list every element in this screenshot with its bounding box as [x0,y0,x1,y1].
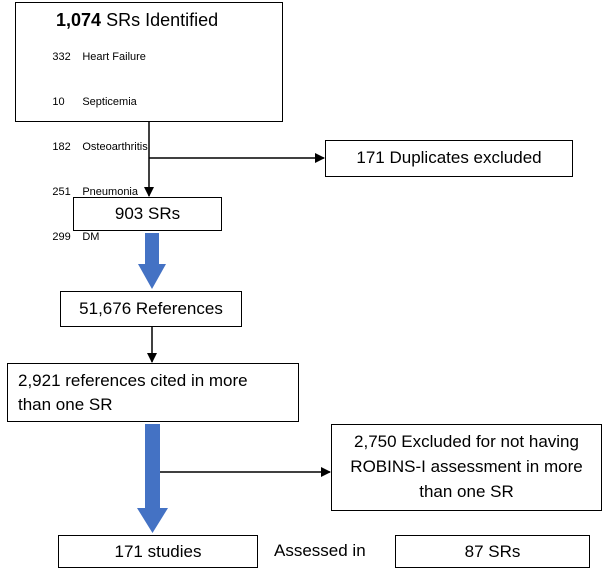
condition-row: 182 Osteoarthritis [34,125,148,170]
final-srs-box: 87 SRs [395,535,590,568]
excluded-box: 2,750 Excluded for not having ROBINS-I a… [331,424,602,511]
condition-count: 10 [52,96,65,108]
condition-row: 332 Heart Failure [34,35,148,80]
excluded-line-3: than one SR [419,482,514,501]
srs-box: 903 SRs [73,197,222,231]
excluded-line-1: 2,750 Excluded for not having [354,432,579,451]
identified-label: SRs Identified [106,10,219,30]
srs-label: 903 SRs [114,204,181,223]
condition-name: DM [82,231,100,243]
studies-label: 171 studies [114,542,202,561]
blue-arrow-cited-to-studies [137,424,168,533]
condition-name: Pneumonia [82,186,138,198]
identified-count: 1,074 [56,10,102,30]
duplicates-label: 171 Duplicates excluded [356,148,542,167]
identified-box: 1,074 SRs Identified 332 Heart Failure 10… [15,2,283,243]
condition-name: Heart Failure [82,51,146,63]
studies-box: 171 studies [58,535,258,568]
cited-box: 2,921 references cited in more than one … [7,363,299,422]
condition-row: 10 Septicemia [34,80,148,125]
identified-heading: 1,074 SRs Identified [56,9,218,31]
condition-name: Osteoarthritis [82,141,148,153]
condition-count: 299 [52,231,71,243]
assessed-in-label: Assessed in [274,541,366,560]
condition-name: Septicemia [82,96,137,108]
condition-count: 251 [52,186,71,198]
condition-row: 251 Pneumonia [34,170,148,215]
references-label: 51,676 References [79,299,223,318]
condition-count: 182 [52,141,71,153]
cited-line-2: than one SR [18,395,113,414]
condition-row: 299 DM [34,215,148,260]
cited-line-1: 2,921 references cited in more [18,371,248,390]
excluded-line-2: ROBINS-I assessment in more [350,457,583,476]
references-box: 51,676 References [60,291,242,327]
condition-count: 332 [52,51,71,63]
duplicates-box: 171 Duplicates excluded [325,140,573,177]
condition-list: 332 Heart Failure 10 Septicemia 182 Osteoar… [34,35,148,260]
final-srs-label: 87 SRs [464,542,521,561]
